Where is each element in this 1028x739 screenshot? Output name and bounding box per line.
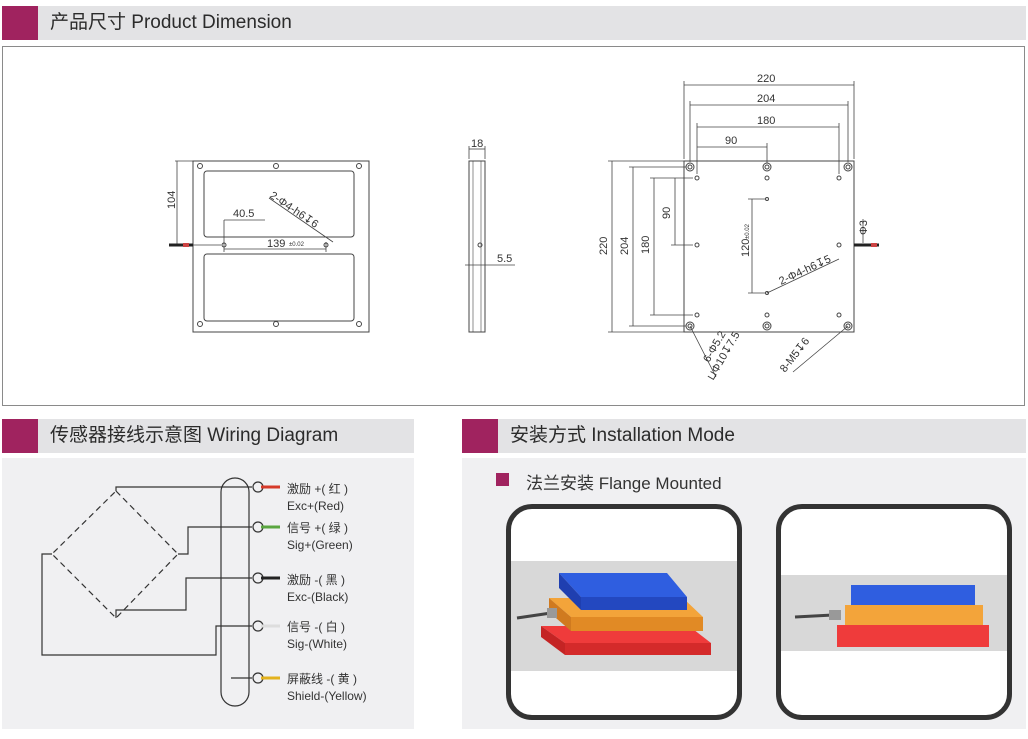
section-marker — [462, 419, 498, 453]
wire-sig-plus-cn: 信号 +( 绿 ) — [287, 520, 348, 535]
wire-shield-cn: 屏蔽线 -( 黄 ) — [287, 672, 357, 686]
section-title: 产品尺寸 Product Dimension — [50, 12, 292, 33]
note-top-holes-2: 2-Φ4-h6↧5 — [777, 253, 833, 288]
dim-40-5: 40.5 — [233, 208, 254, 220]
section-marker — [2, 419, 38, 453]
dimension-drawing-panel: 104 40.5 2-Φ4-h6↧6 139 ±0.02 18 5.5 220 … — [2, 46, 1025, 406]
dim-5-5: 5.5 — [497, 253, 512, 265]
side-view-outline — [468, 160, 486, 333]
dim-phi3: Φ3 — [858, 220, 870, 235]
section-title: 安装方式 Installation Mode — [510, 425, 735, 446]
wire-sig-plus-en: Sig+(Green) — [287, 538, 353, 552]
installation-method: 法兰安装 Flange Mounted — [526, 474, 722, 493]
note-front-holes: 2-Φ4-h6↧6 — [267, 190, 320, 231]
wire-exc-plus-cn: 激励 +( 红 ) — [287, 481, 348, 496]
section-marker — [2, 6, 38, 40]
wiring-diagram: 激励 +( 红 ) Exc+(Red) 信号 +( 绿 ) Sig+(Green… — [41, 477, 367, 707]
dim-18: 18 — [471, 138, 483, 150]
dim-top-90: 90 — [725, 135, 737, 147]
section-header-dimension: 产品尺寸 Product Dimension — [2, 6, 1026, 40]
wire-exc-plus-en: Exc+(Red) — [287, 499, 344, 513]
front-window-top — [203, 170, 355, 238]
method-marker — [496, 473, 509, 486]
dim-left-204: 204 — [619, 237, 631, 255]
dim-left-180: 180 — [640, 236, 652, 254]
bridge-circuit — [51, 490, 179, 619]
flange-photo-side — [776, 504, 1012, 720]
dim-center-120: 120 — [740, 239, 752, 257]
dim-104: 104 — [166, 191, 178, 209]
dim-top-204: 204 — [757, 93, 775, 105]
section-title: 传感器接线示意图 Wiring Diagram — [50, 425, 339, 446]
dimension-drawing: 104 40.5 2-Φ4-h6↧6 139 ±0.02 18 5.5 220 … — [166, 73, 879, 383]
flange-photo-iso — [506, 504, 742, 720]
wiring-diagram-panel: 激励 +( 红 ) Exc+(Red) 信号 +( 绿 ) Sig+(Green… — [2, 458, 414, 729]
dim-top-220: 220 — [757, 73, 775, 85]
cable-bundle — [220, 477, 250, 707]
wire-exc-minus-en: Exc-(Black) — [287, 590, 348, 604]
wire-shield-en: Shield-(Yellow) — [287, 689, 367, 703]
dim-139-tol: ±0.02 — [289, 242, 305, 248]
front-window-bottom — [203, 253, 355, 322]
dim-top-180: 180 — [757, 115, 775, 127]
dim-left-220: 220 — [598, 237, 610, 255]
dim-center-120-tol: ±0.02 — [745, 223, 751, 239]
section-header-installation: 安装方式 Installation Mode — [462, 419, 1026, 453]
top-view-outline — [683, 160, 855, 333]
section-header-wiring: 传感器接线示意图 Wiring Diagram — [2, 419, 414, 453]
dim-left-90: 90 — [661, 207, 673, 219]
dim-139: 139 — [267, 238, 285, 250]
wire-sig-minus-cn: 信号 -( 白 ) — [287, 619, 345, 634]
wire-sig-minus-en: Sig-(White) — [287, 637, 347, 651]
wire-exc-minus-cn: 激励 -( 黑 ) — [287, 573, 345, 587]
note-holes-8: 8-M5↧6 — [778, 336, 812, 375]
installation-panel: 法兰安装 Flange Mounted — [462, 458, 1026, 729]
